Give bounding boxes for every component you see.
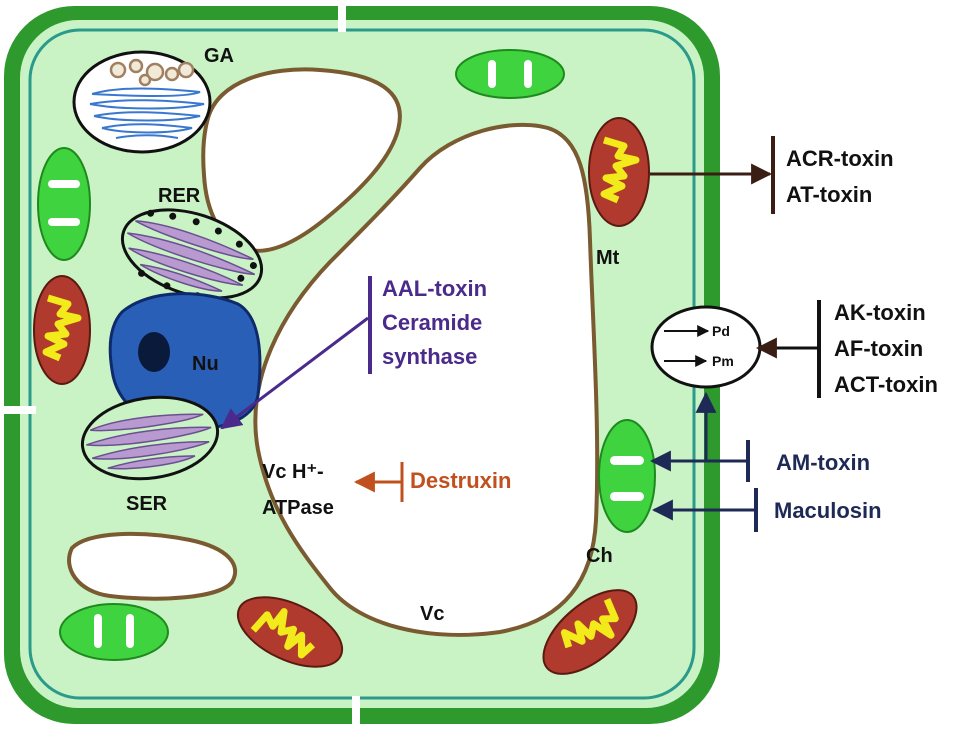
label-synthase: synthase [382, 344, 477, 369]
mitochondrion [542, 589, 638, 675]
label-act-toxin: ACT-toxin [834, 372, 938, 397]
maculosin-arrow [651, 488, 758, 532]
central-vacuole [253, 122, 600, 637]
label-ceramide: Ceramide [382, 310, 482, 335]
label-pd: Pd [712, 323, 730, 339]
label-at-toxin: AT-toxin [786, 182, 872, 207]
label-am-toxin: AM-toxin [776, 450, 870, 475]
label-vc-atpase-2: ATPase [262, 497, 334, 519]
vacuole-top [201, 67, 402, 253]
destruxin-arrow [353, 462, 404, 502]
golgi-apparatus [72, 50, 212, 154]
nucleolus [138, 332, 170, 372]
mt-toxin-arrow [650, 136, 775, 214]
nucleus [108, 292, 262, 431]
label-acr-toxin: ACR-toxin [786, 146, 894, 171]
chloroplast [37, 147, 91, 261]
label-vc: Vc [420, 603, 444, 625]
chloroplast [455, 49, 565, 99]
label-maculosin: Maculosin [774, 498, 882, 523]
label-nu: Nu [192, 353, 219, 375]
label-ch: Ch [586, 545, 613, 567]
rough-er [120, 208, 264, 300]
aal-toxin-arrow [220, 276, 372, 430]
vacuole-bottom-left [67, 531, 238, 601]
chloroplast [59, 603, 169, 661]
membrane-toxin-arrow [755, 300, 821, 398]
label-vc-atpase-1: Vc H⁺- [262, 461, 324, 483]
label-aal-toxin: AAL-toxin [382, 276, 487, 301]
label-destruxin: Destruxin [410, 468, 511, 493]
label-ser: SER [126, 493, 168, 515]
chloroplast [598, 419, 656, 533]
mitochondrion [588, 117, 650, 227]
label-rer: RER [158, 185, 201, 207]
label-ak-toxin: AK-toxin [834, 300, 926, 325]
mitochondrion [33, 275, 91, 385]
membrane-detail [650, 305, 762, 389]
smooth-er [80, 395, 220, 481]
am-toxin-arrow [649, 391, 750, 482]
label-pm: Pm [712, 353, 734, 369]
mitochondrion [236, 596, 344, 668]
label-ga: GA [204, 45, 234, 67]
label-mt: Mt [596, 247, 620, 269]
label-af-toxin: AF-toxin [834, 336, 923, 361]
